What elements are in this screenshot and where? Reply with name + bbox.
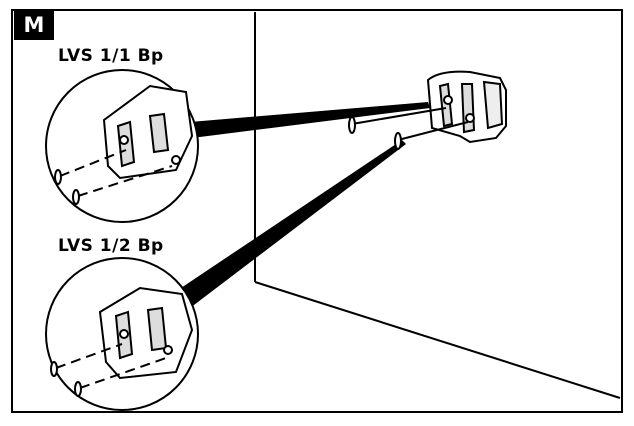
- callout-cone-upper: [190, 102, 430, 138]
- figure-frame: [11, 9, 623, 413]
- screws-main: [348, 107, 469, 150]
- label-lvs-1-1: LVS 1/1 Bp: [58, 46, 164, 66]
- panel-letter-badge: M: [14, 10, 54, 40]
- wall-bracket-main: [426, 70, 507, 144]
- inset-circle-upper: [45, 69, 199, 223]
- wall-corner: [254, 12, 621, 399]
- label-lvs-1-2: LVS 1/2 Bp: [58, 236, 164, 256]
- inset-circle-lower: [45, 257, 199, 411]
- callout-cone-lower: [178, 140, 406, 308]
